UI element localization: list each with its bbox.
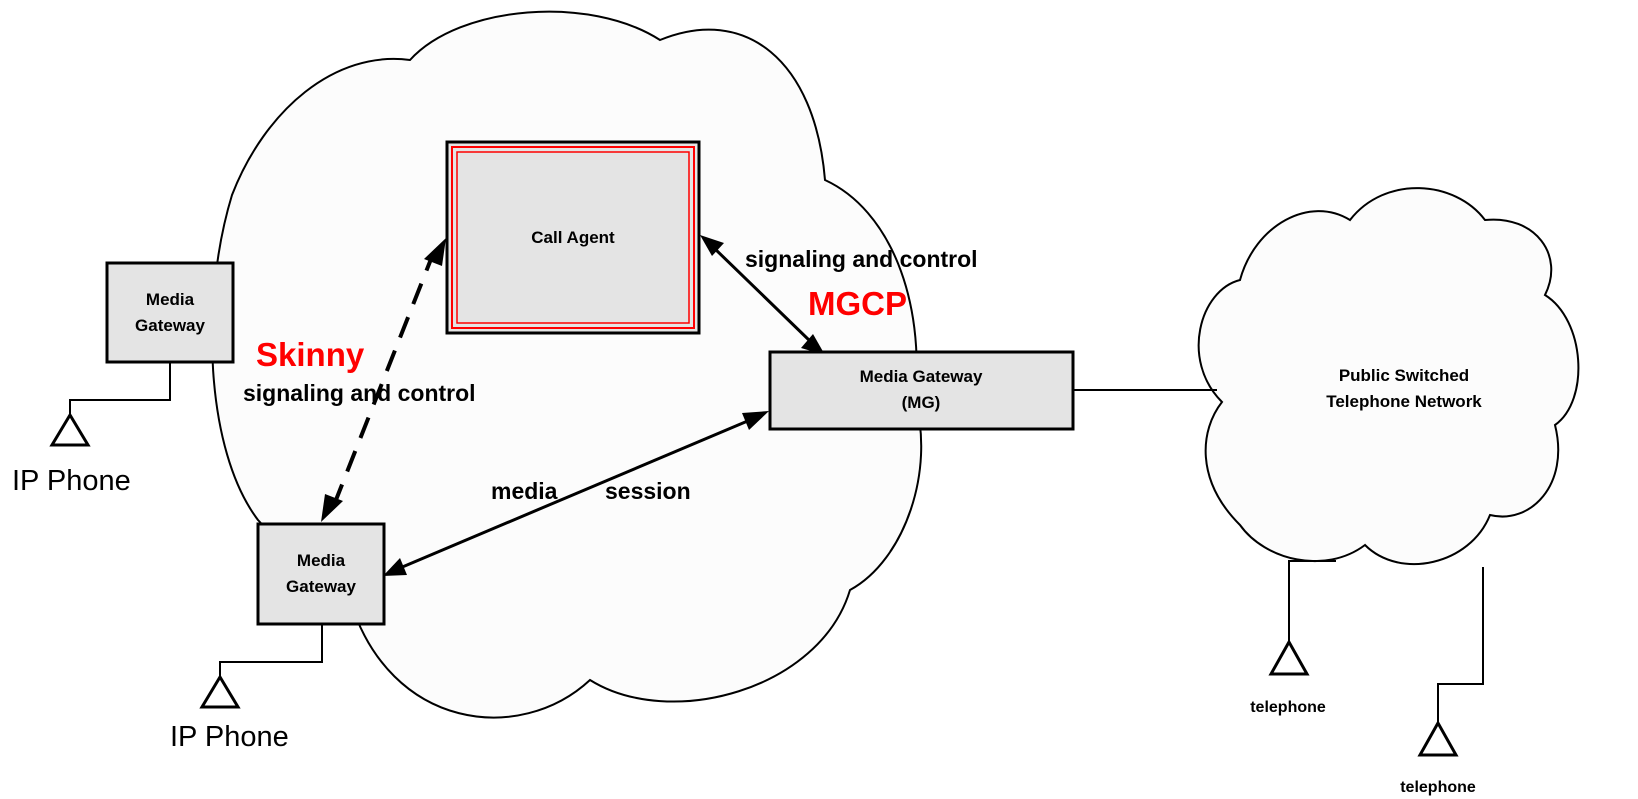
media-gateway-top-left-line1: Media bbox=[146, 290, 195, 309]
telephone-2-label: telephone bbox=[1400, 779, 1476, 796]
skinny-signaling-arrow bbox=[332, 253, 435, 506]
pstn-cloud bbox=[1197, 187, 1580, 566]
telephone-2-line bbox=[1437, 567, 1484, 723]
media-session-arrow bbox=[399, 418, 751, 570]
mgcp-arrowhead-bottom bbox=[801, 334, 825, 355]
media-session-label-word1: media bbox=[491, 478, 558, 504]
ip-phone-top-icon bbox=[49, 412, 91, 447]
skinny-arrowhead-bottom bbox=[321, 494, 343, 522]
media-gateway-bottom-left-line2: Gateway bbox=[286, 577, 356, 596]
ip-phone-top-label: IP Phone bbox=[12, 465, 131, 497]
ip-phone-bottom-label: IP Phone bbox=[170, 721, 289, 753]
skinny-label: Skinny bbox=[256, 336, 365, 373]
media-arrowhead-left bbox=[383, 558, 407, 576]
media-gateway-bottom-left-line1: Media bbox=[297, 551, 346, 570]
ip-phone-bottom-line bbox=[219, 624, 323, 677]
media-gateway-mg: Media Gateway (MG) bbox=[768, 350, 1075, 431]
pstn-label-line1: Public Switched bbox=[1339, 366, 1469, 385]
mgcp-label: MGCP bbox=[808, 285, 907, 322]
media-gateway-bottom-left: Media Gateway bbox=[256, 522, 386, 626]
skinny-description: signaling and control bbox=[243, 380, 476, 406]
ip-phone-bottom-icon bbox=[199, 674, 241, 709]
ip-phone-top-line bbox=[69, 362, 171, 415]
call-agent-box: Call Agent bbox=[445, 140, 701, 335]
media-gateway-mg-line1: Media Gateway bbox=[860, 367, 983, 386]
media-gateway-top-left: Media Gateway bbox=[105, 261, 235, 364]
media-session-label-word2: session bbox=[605, 478, 691, 504]
mgcp-description: signaling and control bbox=[745, 246, 978, 272]
call-agent-label: Call Agent bbox=[531, 228, 615, 247]
pstn-label-line2: Telephone Network bbox=[1326, 392, 1482, 411]
media-arrowhead-right bbox=[742, 411, 769, 430]
mgcp-signaling-arrow bbox=[711, 245, 813, 344]
media-gateway-top-left-line2: Gateway bbox=[135, 316, 205, 335]
telephone-1-label: telephone bbox=[1250, 699, 1326, 716]
skinny-arrowhead-top bbox=[424, 238, 446, 266]
media-gateway-mg-line2: (MG) bbox=[902, 393, 941, 412]
ip-network-cloud bbox=[211, 10, 923, 719]
telephone-1-icon bbox=[1268, 638, 1310, 676]
mgcp-arrowhead-top bbox=[700, 235, 724, 256]
telephone-1-line bbox=[1288, 560, 1336, 642]
telephone-2-icon bbox=[1417, 719, 1459, 757]
